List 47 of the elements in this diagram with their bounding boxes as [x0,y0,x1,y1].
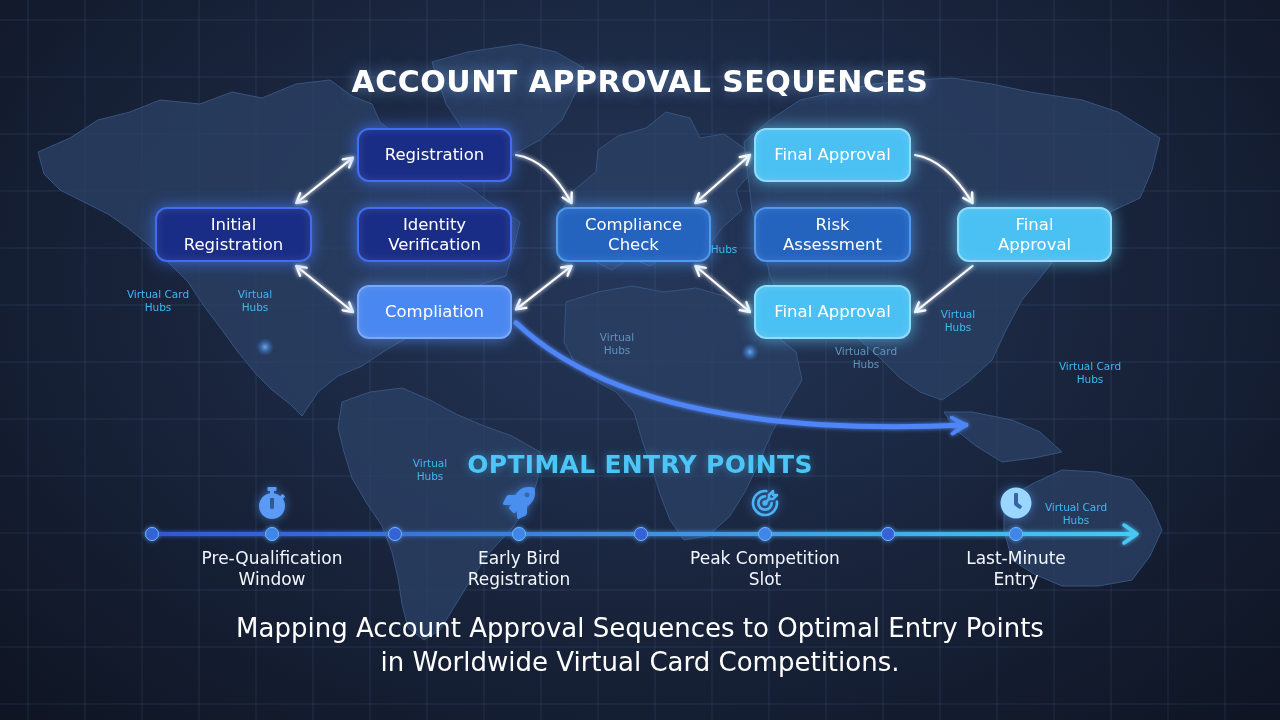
map-label: Virtual Hubs [411,457,449,483]
map-label: Virtual Card Hubs [1057,360,1123,386]
double-arrow [514,264,573,311]
arrow [314,228,355,241]
process-box [155,207,312,262]
step-label: Final Approval [774,145,891,165]
caption: Mapping Account Approval Sequences to Optimal Entry Points in Worldwide Virtual Card Competitions. [235,612,1045,679]
curved-arrow [913,153,974,205]
arrow [913,228,955,241]
section-heading: OPTIMAL ENTRY POINTS [467,450,813,479]
map-label: Virtual Card Hubs [833,345,899,371]
arrow [713,228,752,241]
map-label: Virtual Hubs [598,331,636,357]
double-arrow [295,264,355,314]
step-label: Identity Verification [387,214,482,255]
process-box [357,128,512,182]
step-label: Compliance Check [583,214,684,255]
process-box [957,207,1112,262]
arrow [913,264,974,314]
double-arrow [694,264,752,314]
step-label: Risk Assessment [782,214,883,255]
process-box [754,207,911,262]
timeline-label: Last-Minute Entry [965,548,1067,591]
step-label: Final Approval [774,302,891,322]
process-box [754,128,911,182]
curved-arrow [513,320,969,436]
double-arrow [694,153,752,205]
diagram-title: ACCOUNT APPROVAL SEQUENCES [351,64,929,99]
map-label: Hubs [710,243,738,256]
timeline-label: Early Bird Registration [466,548,572,591]
map-label: Virtual Card Hubs [125,288,191,314]
step-label: Initial Registration [182,214,285,255]
map-label: Virtual Card Hubs [1043,501,1109,527]
timeline-label: Peak Competition Slot [689,548,841,591]
curved-arrow [514,153,573,205]
map-label: Virtual Hubs [236,288,274,314]
process-box [357,207,512,262]
process-box [556,207,711,262]
step-label: Final Approval [996,214,1073,255]
timeline-label: Pre-Qualification Window [200,548,344,591]
process-box [754,285,911,339]
step-label: Compliation [384,302,485,322]
map-label: Virtual Hubs [939,308,977,334]
step-label: Registration [384,145,485,165]
process-box [357,285,512,339]
arrow [514,228,554,241]
double-arrow [295,156,355,205]
